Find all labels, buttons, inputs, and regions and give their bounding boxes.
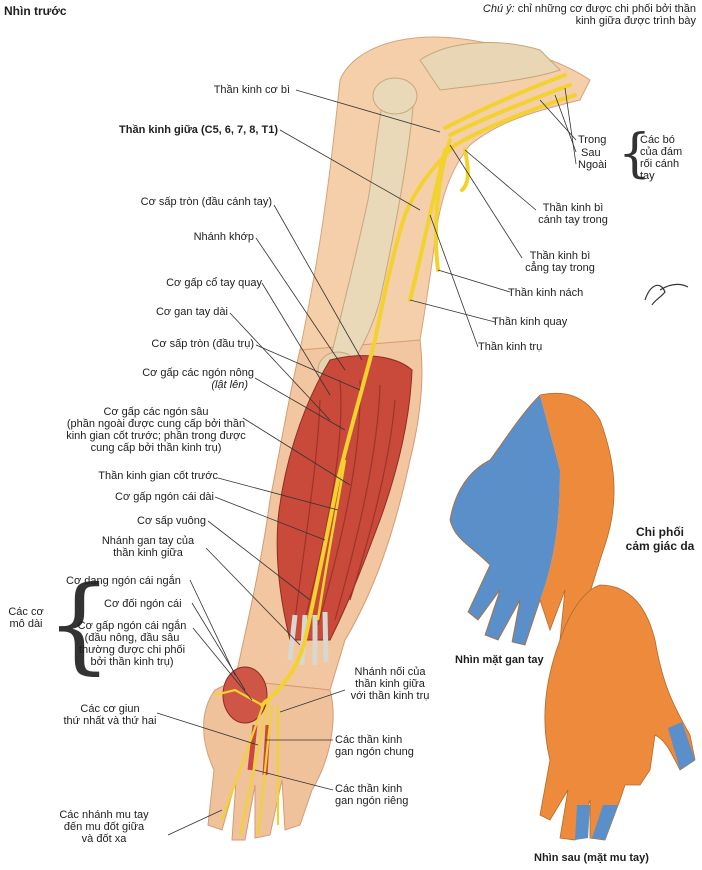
- palmar-hand-orange: [540, 393, 615, 640]
- note-text: Chú ý: chỉ những cơ được chi phối bởi th…: [476, 3, 696, 27]
- thenar-brace: {: [46, 563, 113, 685]
- label-dorsal-branches: Các nhánh mu tay đến mu đốt giữa và đốt …: [59, 809, 149, 845]
- dorsal-hand-illustration: [539, 584, 696, 841]
- palmar-hand-outline: [449, 392, 615, 646]
- muscle-fibres: [294, 379, 396, 626]
- label-apb: Cơ dạng ngón cái ngắn: [66, 575, 181, 587]
- label-fcr: Cơ gấp cổ tay quay: [166, 277, 262, 289]
- label-articular-branch: Nhánh khớp: [193, 231, 254, 243]
- label-palmaris-longus: Cơ gan tay dài: [155, 306, 228, 318]
- label-axillary: Thần kinh nách: [508, 287, 584, 299]
- note-prefix: Chú ý:: [482, 3, 518, 15]
- label-opponens: Cơ đối ngón cái: [104, 598, 182, 610]
- view-title: Nhìn trước: [4, 4, 67, 18]
- label-fdp: Cơ gấp các ngón sâu (phần ngoài được cun…: [66, 406, 246, 454]
- artist-signature: [644, 283, 689, 306]
- dorsal-fingertips-blue: [575, 722, 695, 840]
- humeral-head: [372, 77, 418, 115]
- label-cutaneous-innervation: Chi phối cảm giác da: [625, 525, 695, 553]
- note-body: chỉ những cơ được chi phối bởi thần kinh…: [517, 3, 696, 27]
- plexus-brace: {: [618, 124, 652, 184]
- label-proper-digital: Các thần kinh gan ngón riêng: [335, 783, 409, 807]
- label-musculocutaneous: Thần kinh cơ bì: [213, 84, 290, 96]
- forearm-muscles: [276, 355, 413, 641]
- label-fds: Cơ gấp các ngón nông: [142, 367, 254, 379]
- label-palmar-view: Nhìn mặt gan tay: [455, 654, 544, 666]
- label-fds-note: (lật lên): [211, 379, 248, 391]
- digital-nerves: [214, 688, 280, 836]
- label-lumbricals: Các cơ giun thứ nhất và thứ hai: [63, 703, 157, 727]
- palmar-hand-illustration: [449, 392, 615, 646]
- label-communicating-branch: Nhánh nối của thần kinh giữa với thần ki…: [350, 666, 430, 702]
- label-thenar-group: Các cơ mô dài: [8, 606, 44, 630]
- label-medial: Trong: [578, 134, 607, 146]
- label-pronator-teres-humeral: Cơ sấp tròn (đầu cánh tay): [140, 196, 272, 208]
- arm-illustration: [203, 36, 591, 841]
- palmar-hand-blue: [450, 395, 560, 645]
- anterior-interosseous-path: [316, 459, 347, 621]
- label-median-nerve: Thần kinh giữa (C5, 6, 7, 8, T1): [119, 124, 278, 136]
- label-pronator-quadratus: Cơ sấp vuông: [137, 515, 206, 527]
- leader-lines: [156, 87, 577, 836]
- label-pronator-teres-ulnar: Cơ sấp tròn (đầu trụ): [151, 338, 254, 350]
- label-anterior-interosseous: Thần kinh gian cốt trước: [98, 470, 218, 482]
- label-ulnar: Thần kinh trụ: [478, 341, 543, 353]
- label-fpl: Cơ gấp ngón cái dài: [115, 491, 214, 503]
- label-palmar-branch: Nhánh gan tay của thần kinh giữa: [101, 535, 195, 559]
- label-radial: Thần kinh quay: [492, 316, 568, 328]
- scapula-bone: [419, 42, 561, 91]
- label-dorsal-view: Nhìn sau (mặt mu tay): [534, 852, 649, 864]
- label-medial-brachial-cutaneous: Thần kinh bì cánh tay trong: [538, 202, 608, 226]
- label-lateral: Ngoài: [578, 159, 607, 171]
- label-plexus-cords: Các bó của đám rối cánh tay: [640, 134, 683, 182]
- brachial-plexus-nerves: [373, 73, 577, 342]
- label-medial-antebrachial-cutaneous: Thần kinh bì cẳng tay trong: [525, 250, 595, 274]
- dorsal-hand-orange: [539, 584, 696, 841]
- label-posterior: Sau: [581, 147, 601, 159]
- median-nerve-path: [260, 338, 377, 707]
- label-fpb: Cơ gấp ngón cái ngắn (đầu nông, đầu sâu …: [77, 620, 187, 668]
- label-common-digital: Các thần kinh gan ngón chung: [335, 734, 414, 758]
